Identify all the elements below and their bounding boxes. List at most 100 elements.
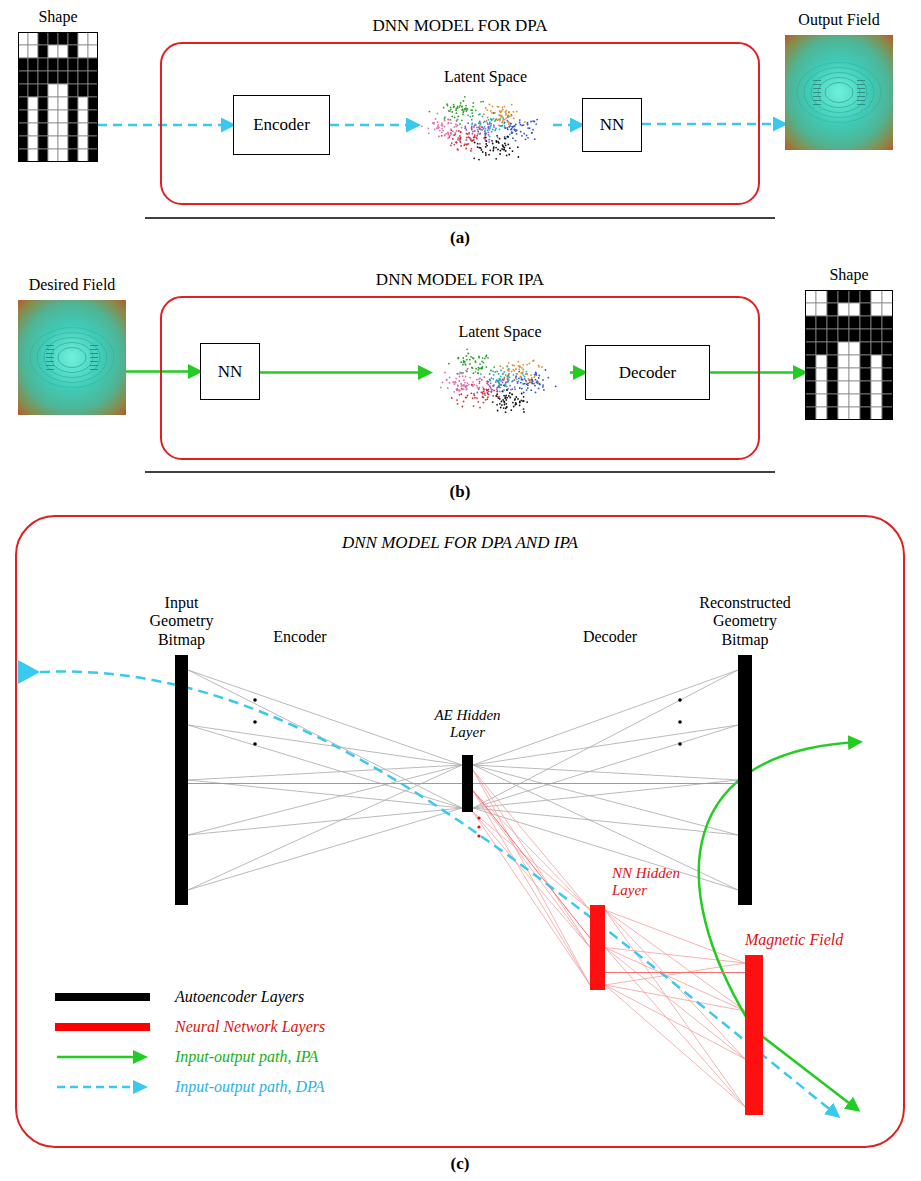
network-link [188, 808, 462, 835]
ellipsis-dots [253, 698, 682, 746]
latent-point [484, 358, 486, 360]
latent-point [521, 135, 523, 137]
latent-point [497, 106, 499, 108]
latent-point [450, 109, 452, 111]
latent-point [542, 384, 544, 386]
latent-point [478, 378, 480, 380]
latent-point [471, 123, 473, 125]
bitmap-cell [78, 58, 88, 71]
latent-point [514, 404, 516, 406]
latent-point [496, 391, 498, 393]
latent-point [455, 141, 457, 143]
latent-point [538, 366, 540, 368]
latent-point [494, 371, 496, 373]
drawing-stroke [857, 88, 865, 89]
latent-point [505, 114, 507, 116]
layer-label: Output Field [798, 11, 879, 29]
latent-scatter [430, 345, 570, 420]
bitmap-cell [18, 136, 28, 149]
bitmap-cell [871, 342, 882, 355]
bitmap-cell [871, 316, 882, 329]
latent-point [498, 373, 500, 375]
latent-point [483, 397, 485, 399]
latent-point [485, 128, 487, 130]
latent-point [509, 397, 511, 399]
output-layer: Reconstructed Geometry Bitmap [738, 655, 752, 905]
latent-point [474, 136, 476, 138]
latent-point [498, 397, 500, 399]
latent-point [489, 149, 491, 151]
latent-point [504, 404, 506, 406]
latent-point [464, 96, 466, 98]
latent-point [459, 104, 461, 106]
bitmap-cell [38, 110, 48, 123]
latent-point [461, 109, 463, 111]
bitmap-cell [68, 110, 78, 123]
latent-point [487, 396, 489, 398]
latent-point [504, 377, 506, 379]
latent-point [506, 381, 508, 383]
bitmap-cell [58, 71, 68, 84]
bitmap-cell [48, 32, 58, 45]
bitmap-cell [48, 84, 58, 97]
latent-point [486, 109, 488, 111]
latent-point [438, 136, 440, 138]
latent-point [514, 125, 516, 127]
latent-point [529, 363, 531, 365]
latent-point [491, 389, 493, 391]
bitmap-cell [78, 71, 88, 84]
latent-point [475, 109, 477, 111]
latent-point [482, 116, 484, 118]
bitmap-cell [827, 303, 838, 316]
bitmap-cell [882, 394, 893, 407]
bitmap-cell [78, 32, 88, 45]
latent-point [474, 397, 476, 399]
bitmap-cell [48, 136, 58, 149]
latent-point [461, 106, 463, 108]
latent-point [452, 130, 454, 132]
latent-point [475, 371, 477, 373]
latent-point [486, 383, 488, 385]
latent-point [511, 381, 513, 383]
bitmap-cell [18, 123, 28, 136]
latent-point [451, 133, 453, 135]
latent-point [464, 108, 466, 110]
latent-point [518, 368, 520, 370]
latent-point [523, 400, 525, 402]
latent-point [440, 387, 442, 389]
latent-point [513, 117, 515, 119]
latent-point [485, 399, 487, 401]
bitmap-cell [827, 342, 838, 355]
latent-point [464, 109, 466, 111]
nn-box: NN [200, 343, 260, 400]
legend-entry: Neural Network Layers [55, 1017, 325, 1037]
latent-point [456, 388, 458, 390]
latent-point [465, 389, 467, 391]
latent-point [519, 402, 521, 404]
latent-point [456, 389, 458, 391]
latent-point [535, 373, 537, 375]
latent-point [464, 382, 466, 384]
latent-point [502, 145, 504, 147]
bitmap-cell [88, 123, 98, 136]
latent-point [489, 121, 491, 123]
latent-point [512, 126, 514, 128]
latent-point [526, 373, 528, 375]
decoder-box: Decoder [585, 345, 710, 400]
bitmap-cell [805, 381, 816, 394]
latent-point [535, 392, 537, 394]
latent-point [510, 409, 512, 411]
latent-point [533, 376, 535, 378]
latent-point [456, 399, 458, 401]
separator [145, 217, 775, 219]
latent-point [530, 121, 532, 123]
bitmap-cell [88, 136, 98, 149]
latent-point [464, 126, 466, 128]
drawing-stroke [18, 300, 126, 415]
latent-point [499, 378, 501, 380]
latent-point [519, 404, 521, 406]
latent-point [448, 119, 450, 121]
bitmap-cell [816, 342, 827, 355]
latent-point [507, 144, 509, 146]
latent-point [502, 367, 504, 369]
